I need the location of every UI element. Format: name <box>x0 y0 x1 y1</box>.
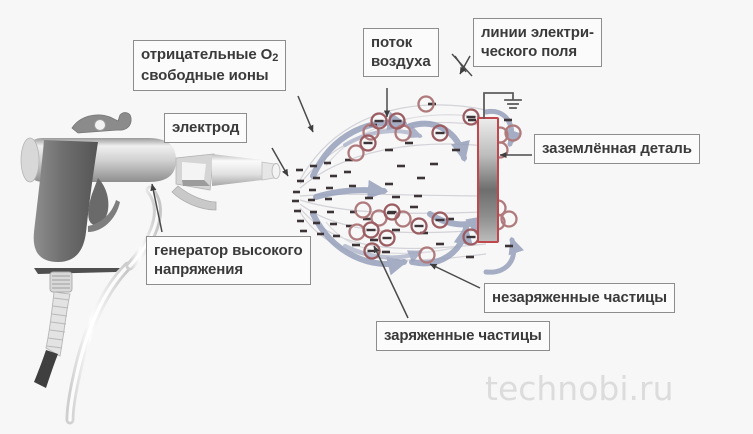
leader-generator <box>150 183 163 233</box>
leader-negative-ions <box>297 95 314 133</box>
label-airflow-line1: поток <box>371 34 413 51</box>
label-negative-ions-line1: отрицательные O <box>141 46 273 63</box>
airflow-arrows-secondary <box>342 125 423 263</box>
label-charged-particles: заряженные частицы <box>376 321 550 351</box>
label-electrode: электрод <box>164 113 248 143</box>
label-field-lines-line1: линии электри- <box>481 24 594 41</box>
label-high-voltage-generator: генератор высокого напряжения <box>146 236 311 285</box>
leader-charged-particles <box>373 245 409 319</box>
watermark: technobi.ru <box>485 369 674 408</box>
label-grounded-part-text: заземлённая деталь <box>542 140 692 157</box>
label-field-lines-line2: ческого поля <box>481 43 577 60</box>
free-ion-minus-signs <box>292 161 357 238</box>
label-negative-ions-line2: свободные ионы <box>141 67 269 84</box>
label-airflow: поток воздуха <box>363 28 439 77</box>
leader-uncharged-particles <box>429 263 481 289</box>
label-charged-particles-text: заряженные частицы <box>384 327 542 344</box>
grounded-workpiece <box>477 117 499 243</box>
label-negative-ions-subscript: 2 <box>272 52 279 64</box>
label-field-lines: линии электри-ческого поля <box>473 18 602 67</box>
label-electrode-text: электрод <box>172 119 240 136</box>
label-grounded-part: заземлённая деталь <box>534 134 700 164</box>
label-generator-line1: генератор высокого <box>154 242 303 259</box>
label-airflow-line2: воздуха <box>371 53 431 70</box>
leader-electrode <box>271 147 289 177</box>
spray-gun <box>20 112 281 425</box>
leader-field-extra <box>451 53 473 77</box>
label-uncharged-particles: незаряженные частицы <box>484 283 675 313</box>
ground-symbol <box>483 92 522 119</box>
label-generator-line2: напряжения <box>154 261 243 278</box>
label-uncharged-particles-text: незаряженные частицы <box>492 289 667 306</box>
